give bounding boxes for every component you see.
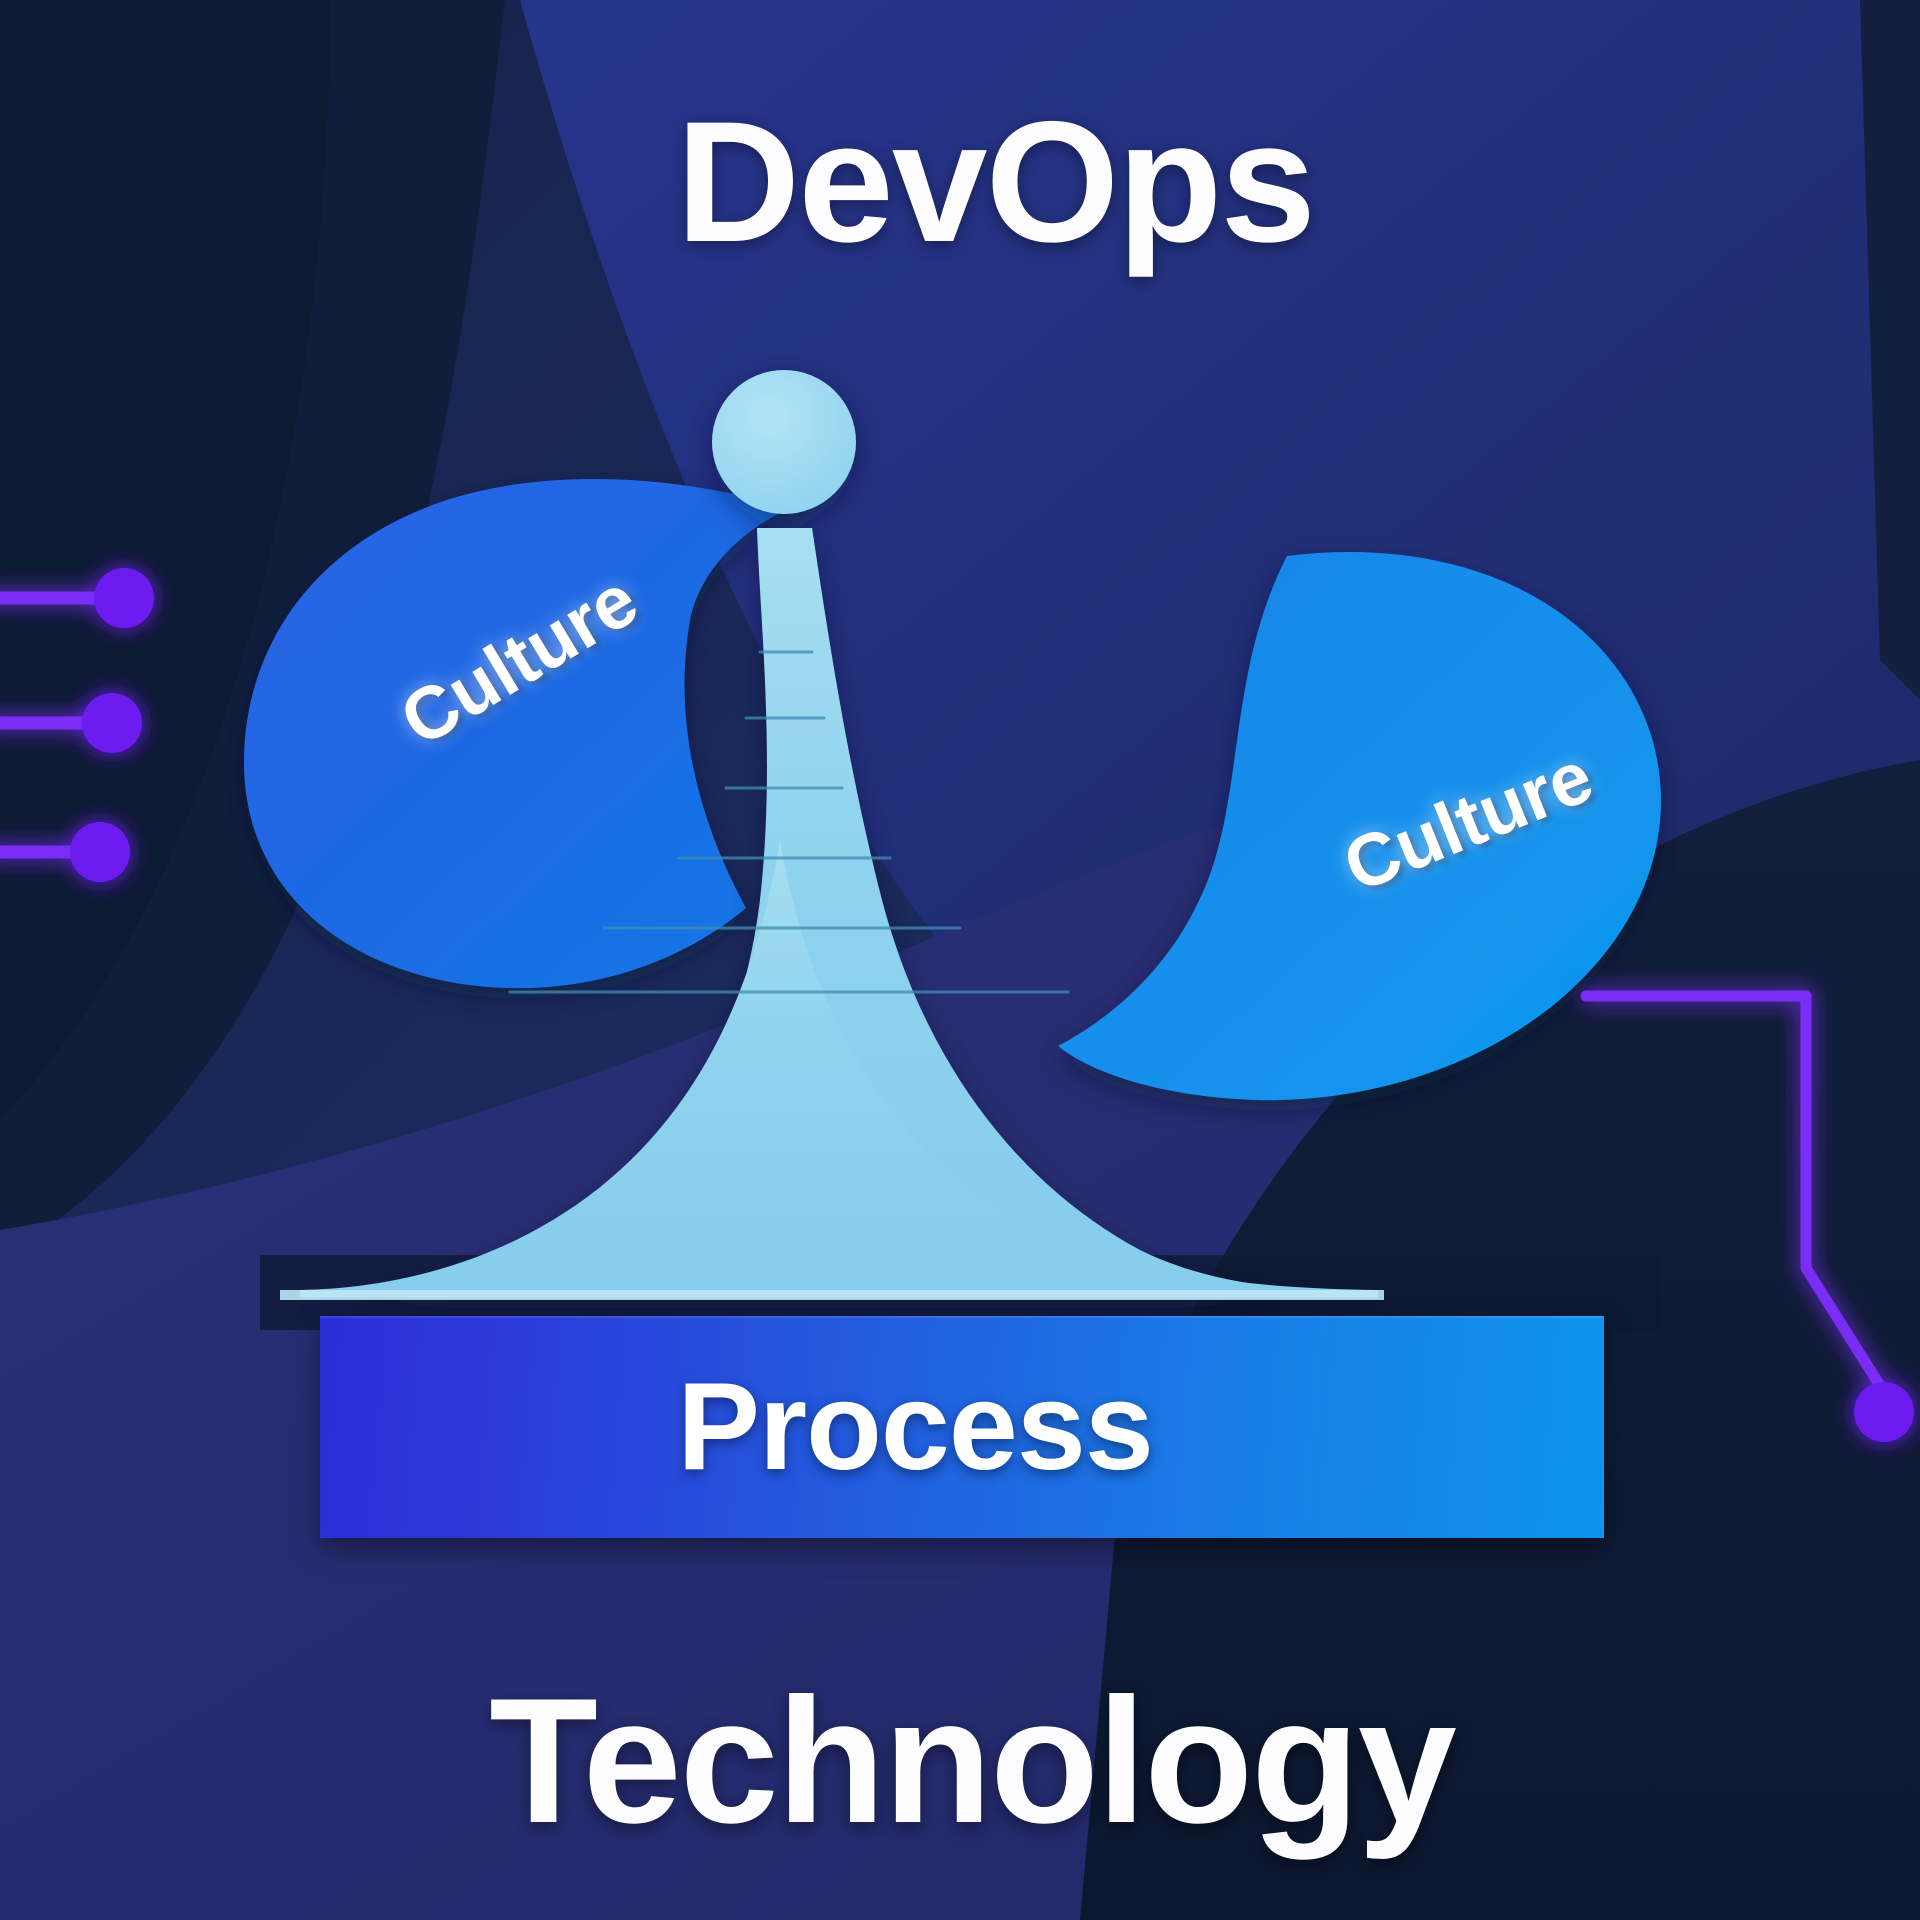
background-right-edge-strip [1860, 0, 1920, 700]
process-label: Process [677, 1358, 1154, 1496]
process-bar [320, 1316, 1604, 1538]
tower-rules [508, 650, 1070, 994]
connector-polyline-right [1580, 990, 1890, 1398]
circuit-node-right-1 [1854, 1382, 1914, 1442]
circuit-right-group [1580, 990, 1914, 1442]
circuit-node-left-1 [94, 568, 154, 628]
central-tower [300, 370, 1378, 1298]
technology-title: Technology [489, 1661, 1457, 1860]
culture-leaf-left [244, 479, 790, 989]
culture-leaf-right [1058, 551, 1661, 1101]
circuit-node-left-3 [70, 822, 130, 882]
tower-head-circle [712, 370, 856, 514]
tower-base-rim [280, 1290, 1384, 1300]
page-title: DevOps [675, 86, 1316, 278]
circuit-node-left-2 [82, 693, 142, 753]
circuit-left-group [0, 568, 154, 882]
